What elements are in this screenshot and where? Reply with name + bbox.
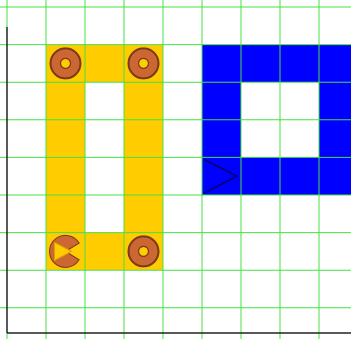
yellow-tile (85, 233, 124, 271)
blue-tile (241, 45, 280, 83)
yellow-tile (124, 82, 163, 120)
blue-tile (319, 120, 351, 158)
blue-tile (202, 45, 241, 83)
blue-tile (280, 157, 319, 195)
yellow-tile (46, 195, 85, 233)
yellow-tile (124, 120, 163, 158)
blue-tile (202, 82, 241, 120)
blue-tile (319, 82, 351, 120)
coin-center (139, 246, 149, 256)
blue-tile (241, 157, 280, 195)
blue-tile (319, 45, 351, 83)
yellow-tile (124, 195, 163, 233)
yellow-tile (46, 82, 85, 120)
blue-tile (202, 157, 241, 195)
blue-tile (319, 157, 351, 195)
yellow-tile (46, 157, 85, 195)
coin-center (139, 58, 149, 68)
blue-tile (202, 120, 241, 158)
yellow-tile (124, 157, 163, 195)
yellow-tile (46, 120, 85, 158)
coin-center (61, 58, 71, 68)
blue-tile (280, 45, 319, 83)
yellow-tile (85, 45, 124, 83)
